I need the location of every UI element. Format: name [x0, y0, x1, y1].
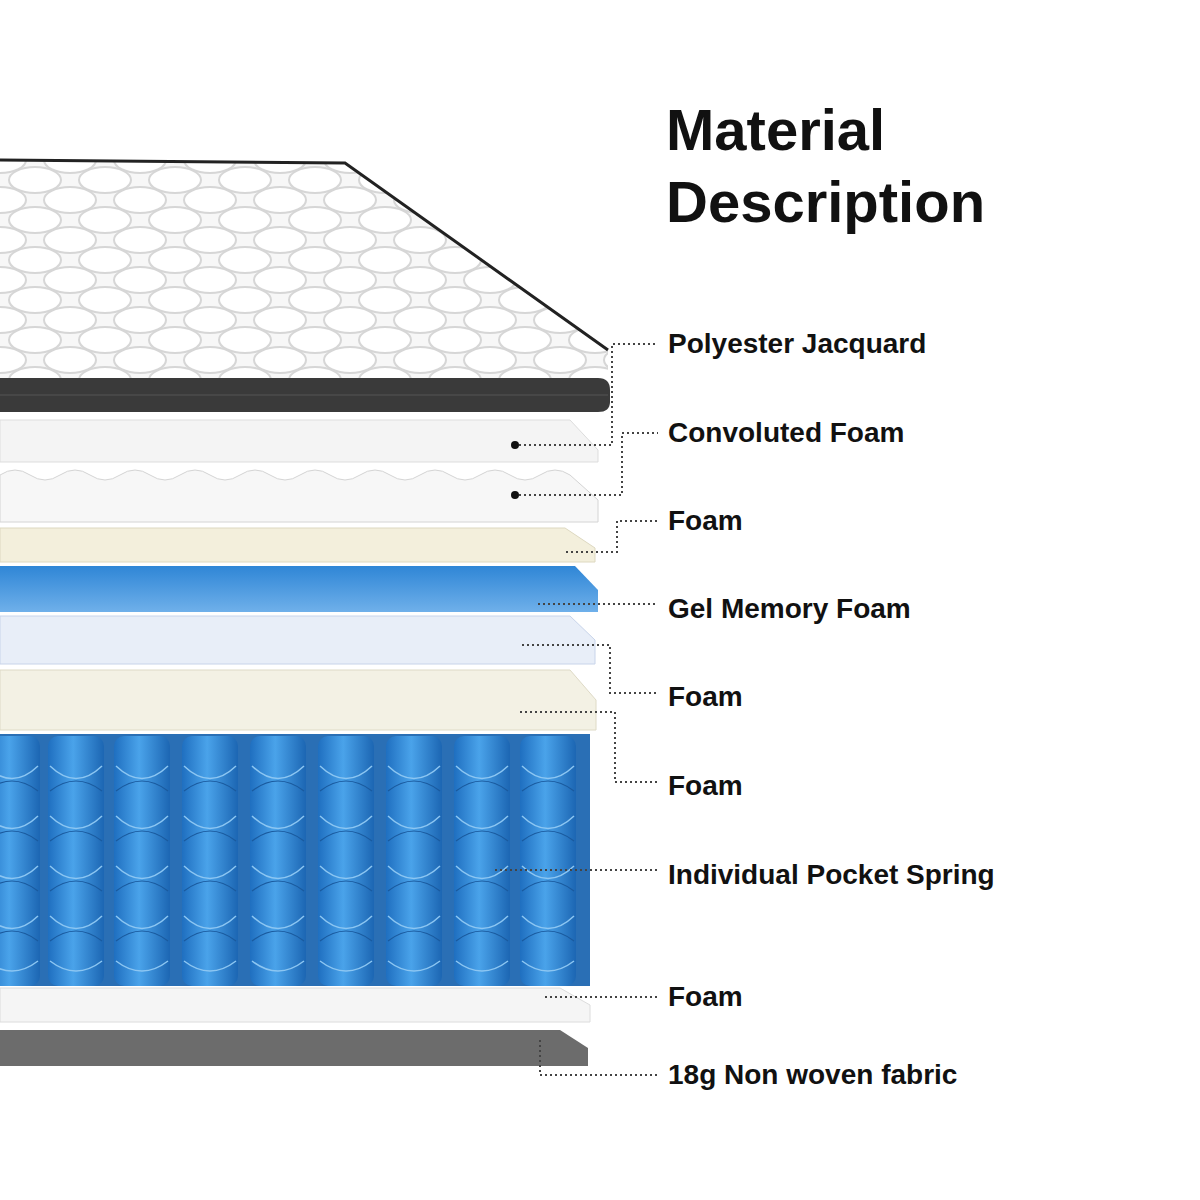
layer-label: Foam: [668, 980, 743, 1014]
layer-label: 18g Non woven fabric: [668, 1058, 957, 1092]
layer-label: Foam: [668, 504, 743, 538]
layer-label: Polyester Jacquard: [668, 327, 926, 361]
layer-label: Foam: [668, 680, 743, 714]
leader-lines: [495, 344, 658, 1075]
layer-label: Convoluted Foam: [668, 416, 904, 450]
layer-label: Gel Memory Foam: [668, 592, 911, 626]
title: Material Description: [666, 94, 1066, 238]
layer-label: Foam: [668, 769, 743, 803]
layer-label: Individual Pocket Spring: [668, 858, 995, 892]
